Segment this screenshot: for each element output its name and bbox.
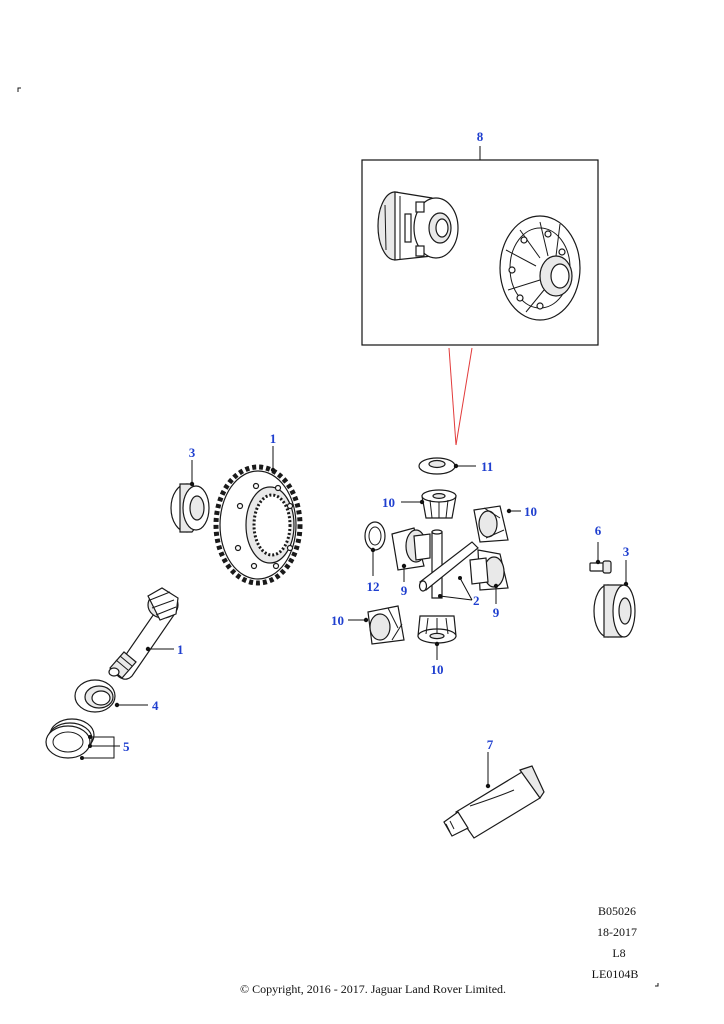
diagram-code: B05026 (598, 904, 636, 918)
callout-3-right: 3 (623, 544, 630, 559)
differential-case-flange (499, 215, 581, 321)
pinion-bearing (74, 679, 116, 713)
callout-3-left: 3 (189, 445, 196, 460)
bevel-gear-top (421, 489, 457, 519)
callout-9-left: 9 (401, 583, 408, 598)
bevel-gear-right (473, 505, 509, 543)
callout-1-ring-gear: 1 (270, 431, 277, 446)
pinion-shaft (108, 587, 179, 680)
callout-11: 11 (481, 459, 493, 474)
crop-mark (655, 983, 659, 987)
crop-mark (17, 87, 21, 92)
indicator-line (448, 347, 457, 446)
callout-5: 5 (123, 739, 130, 754)
reference-code: LE0104B (592, 967, 639, 981)
pinion-cross-shafts (418, 529, 479, 599)
callout-4: 4 (152, 698, 159, 713)
thrust-washer-small (364, 521, 386, 551)
shim-set (45, 718, 95, 759)
bolt (589, 560, 612, 574)
callout-6: 6 (595, 523, 602, 538)
ring-gear (213, 464, 303, 586)
indicator-line (455, 347, 473, 446)
bevel-gear-bottom (417, 615, 457, 644)
differential-case-inset (361, 146, 599, 346)
differential-case-side (377, 191, 459, 261)
callout-12: 12 (367, 579, 380, 594)
side-gear-left (391, 527, 431, 571)
callout-7: 7 (487, 737, 494, 752)
callout-2: 2 (473, 593, 480, 608)
side-gear-right (469, 549, 509, 591)
callout-1-pinion: 1 (177, 642, 184, 657)
thrust-washer (418, 457, 456, 475)
sealant-tube (443, 765, 545, 839)
model-year: 18-2017 (597, 925, 637, 939)
bearing-left (170, 483, 210, 533)
bearing-right (593, 584, 636, 638)
callout-10-top: 10 (382, 495, 395, 510)
copyright-notice: © Copyright, 2016 - 2017. Jaguar Land Ro… (240, 982, 506, 996)
vehicle-variant: L8 (612, 946, 625, 960)
callout-10-bottom: 10 (431, 662, 444, 677)
callout-8: 8 (477, 129, 484, 144)
bevel-gear-left (367, 605, 405, 645)
callout-10-right: 10 (524, 504, 537, 519)
callout-10-left: 10 (331, 613, 344, 628)
callout-9-right: 9 (493, 605, 500, 620)
